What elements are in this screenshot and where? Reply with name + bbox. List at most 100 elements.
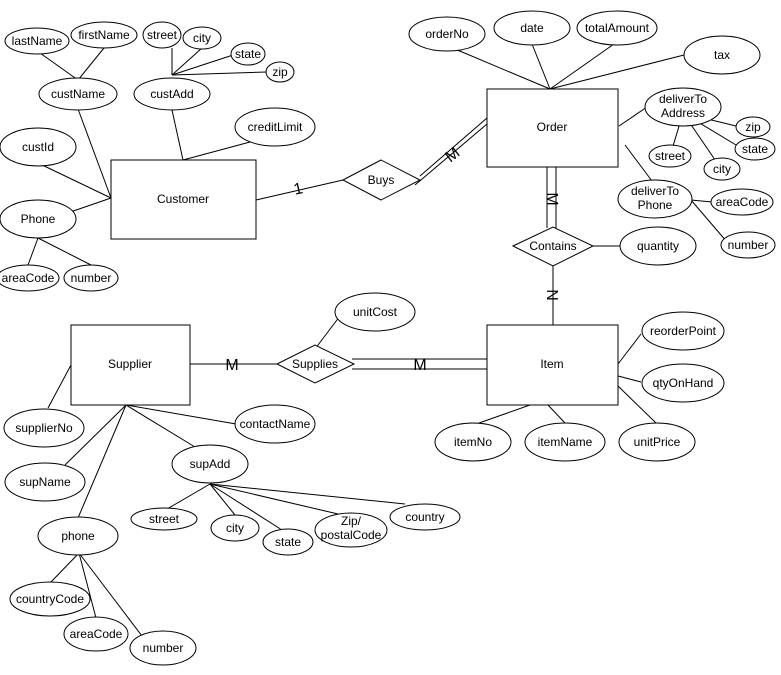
attr-dta-state: state <box>734 137 776 161</box>
attr-sup-zip: Zip/ postalCode <box>314 512 388 548</box>
svg-text:itemName: itemName <box>538 435 593 449</box>
attr-dta-street: street <box>648 144 692 168</box>
relationship-supplies-label: Supplies <box>292 357 338 371</box>
svg-text:country: country <box>405 510 444 524</box>
svg-text:number: number <box>71 271 112 285</box>
svg-text:phone: phone <box>61 529 95 543</box>
svg-text:unitCost: unitCost <box>353 305 398 319</box>
attr-unitCost: unitCost <box>334 292 416 332</box>
svg-text:Phone: Phone <box>638 198 673 212</box>
svg-text:unitPrice: unitPrice <box>634 435 681 449</box>
svg-text:Phone: Phone <box>21 212 56 226</box>
entity-customer-label: Customer <box>157 192 209 206</box>
svg-text:custName: custName <box>51 87 105 101</box>
entity-order-label: Order <box>537 120 568 134</box>
cardinality-supplies-supplier: M <box>225 357 238 374</box>
entity-supplier: Supplier <box>70 324 191 406</box>
attr-custAdd: custAdd <box>133 77 211 111</box>
svg-text:lastName: lastName <box>12 34 63 48</box>
attr-creditLimit: creditLimit <box>234 107 316 147</box>
svg-text:supName: supName <box>19 475 71 489</box>
svg-text:totalAmount: totalAmount <box>585 21 650 35</box>
svg-text:creditLimit: creditLimit <box>248 120 303 134</box>
svg-text:itemNo: itemNo <box>454 435 492 449</box>
svg-text:Address: Address <box>661 106 705 120</box>
attr-lastName: lastName <box>4 27 70 55</box>
attr-dtp-number: number <box>720 231 776 259</box>
connector-lines <box>27 43 742 637</box>
attr-orderNo: orderNo <box>408 16 486 52</box>
svg-text:deliverTo: deliverTo <box>659 92 707 106</box>
attr-totalAmount: totalAmount <box>576 10 658 46</box>
cardinality-contains-order: M <box>543 192 560 205</box>
attr-sup-street: street <box>130 507 198 531</box>
attr-contactName: contactName <box>234 404 316 444</box>
attr-supName: supName <box>4 462 86 502</box>
attr-cust-number: number <box>63 264 119 292</box>
svg-text:city: city <box>226 521 244 535</box>
entity-item-label: Item <box>540 357 563 371</box>
svg-text:date: date <box>520 21 544 35</box>
svg-text:postalCode: postalCode <box>321 528 382 542</box>
svg-text:street: street <box>147 28 178 42</box>
svg-text:countryCode: countryCode <box>16 592 84 606</box>
relationship-buys: Buys <box>341 159 422 201</box>
attr-cust-city: city <box>182 26 222 50</box>
svg-text:custId: custId <box>22 140 54 154</box>
attr-sup-areaCode: areaCode <box>63 616 129 652</box>
cardinality-buys-order: M <box>442 144 463 166</box>
attr-dtp-areaCode: areaCode <box>710 188 774 216</box>
svg-text:zip: zip <box>272 65 288 79</box>
attr-custId: custId <box>0 127 77 167</box>
svg-text:reorderPoint: reorderPoint <box>650 324 717 338</box>
attr-sup-phone: phone <box>37 516 119 556</box>
attr-supAdd: supAdd <box>171 444 249 484</box>
attr-dta-zip: zip <box>735 116 771 138</box>
svg-text:areaCode: areaCode <box>70 627 123 641</box>
attr-sup-countryCode: countryCode <box>9 581 91 617</box>
attr-cust-phone: Phone <box>0 199 77 239</box>
relationship-contains-label: Contains <box>529 239 576 253</box>
svg-text:Zip/: Zip/ <box>341 514 362 528</box>
svg-text:number: number <box>728 238 769 252</box>
attr-deliverToPhone: deliverTo Phone <box>617 179 693 219</box>
svg-text:areaCode: areaCode <box>716 195 769 209</box>
svg-text:supAdd: supAdd <box>190 457 231 471</box>
attr-qtyOnHand: qtyOnHand <box>641 363 725 403</box>
cardinality-labels: 1 M M N M M <box>225 144 560 374</box>
svg-text:street: street <box>149 512 180 526</box>
svg-text:city: city <box>193 31 211 45</box>
attr-supplierNo: supplierNo <box>3 408 85 448</box>
attr-cust-street: street <box>142 21 182 49</box>
attr-cust-zip: zip <box>265 61 295 83</box>
attr-itemName: itemName <box>524 422 606 462</box>
attr-dta-city: city <box>703 157 741 181</box>
entity-item: Item <box>486 324 619 406</box>
attr-unitPrice: unitPrice <box>618 422 696 462</box>
entity-supplier-label: Supplier <box>108 357 152 371</box>
attr-date: date <box>493 10 571 46</box>
svg-text:contactName: contactName <box>240 417 311 431</box>
svg-text:state: state <box>742 142 768 156</box>
svg-text:deliverTo: deliverTo <box>631 184 679 198</box>
attr-reorderPoint: reorderPoint <box>641 311 725 351</box>
svg-text:zip: zip <box>745 120 761 134</box>
svg-text:quantity: quantity <box>637 239 679 253</box>
svg-text:number: number <box>143 641 184 655</box>
cardinality-supplies-item: M <box>413 357 426 374</box>
svg-text:state: state <box>275 535 301 549</box>
attr-custName: custName <box>38 77 118 111</box>
relationship-contains: Contains <box>511 226 595 267</box>
svg-text:city: city <box>713 162 731 176</box>
svg-text:custAdd: custAdd <box>150 87 193 101</box>
svg-text:state: state <box>235 47 261 61</box>
attr-sup-state: state <box>262 528 314 556</box>
svg-text:areaCode: areaCode <box>2 271 55 285</box>
cardinality-buys-customer: 1 <box>292 180 304 198</box>
attr-cust-state: state <box>230 42 266 66</box>
svg-text:orderNo: orderNo <box>425 27 469 41</box>
attr-sup-number: number <box>129 630 197 666</box>
relationship-buys-label: Buys <box>368 173 395 187</box>
attr-firstName: firstName <box>70 21 138 49</box>
